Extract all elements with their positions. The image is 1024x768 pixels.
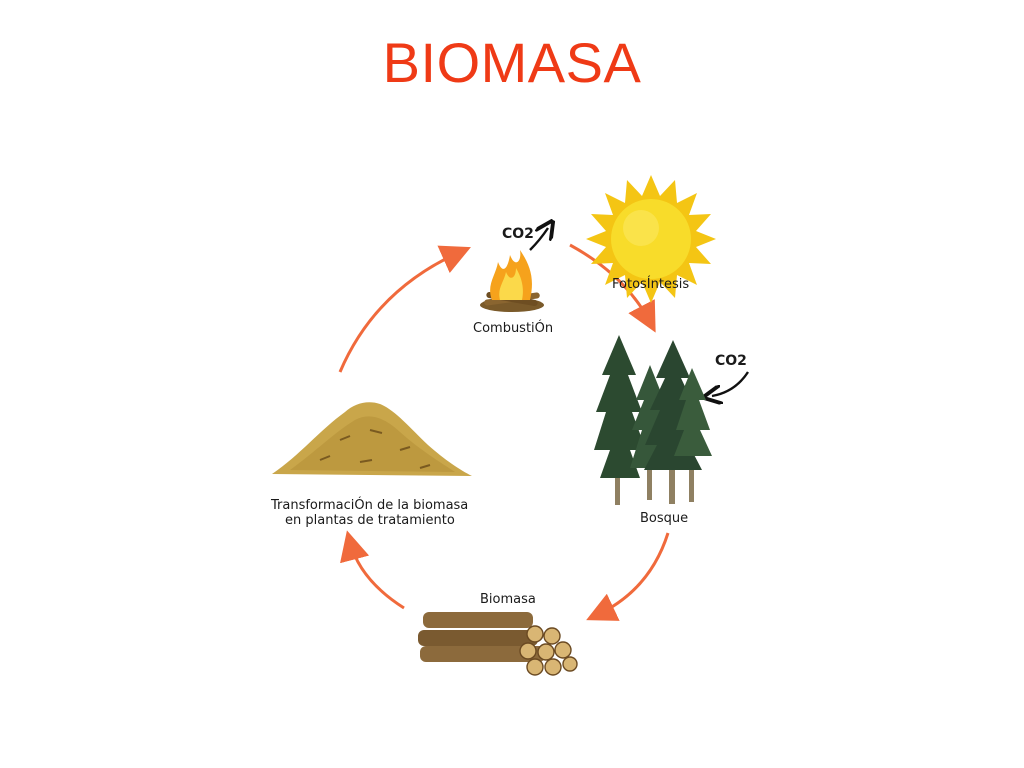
cycle-arrow-pile-to-combustion (338, 245, 471, 373)
fotosintesis-label: FotosÍntesis (612, 277, 690, 292)
fire-icon (480, 250, 544, 312)
combustion-label: CombustiÓn (473, 321, 554, 336)
log-pile-icon (418, 612, 578, 676)
forest-icon (594, 335, 712, 505)
co2-right-label: CO2 (715, 353, 747, 369)
co2-top-label: CO2 (502, 226, 534, 242)
co2-release-arrow (529, 228, 548, 251)
transformacion-line-2: en plantas de tratamiento (285, 513, 455, 528)
slide-title: BIOMASA (382, 31, 642, 94)
transformacion-label: TransformaciÓn de la biomasa en plantas … (271, 498, 468, 528)
co2-absorb-arrow (712, 371, 750, 396)
bosque-label: Bosque (640, 511, 689, 526)
biomass-pile-icon (272, 402, 472, 476)
biomasa-label: Biomasa (480, 592, 536, 607)
cycle-arrow-forest-to-biomass (586, 532, 670, 621)
cycle-arrow-biomass-to-pile (340, 530, 405, 610)
cycle-arrow-combustion-to-forest (569, 243, 656, 333)
transformacion-line-1: TransformaciÓn de la biomasa (271, 498, 469, 513)
sun-icon (586, 175, 716, 303)
